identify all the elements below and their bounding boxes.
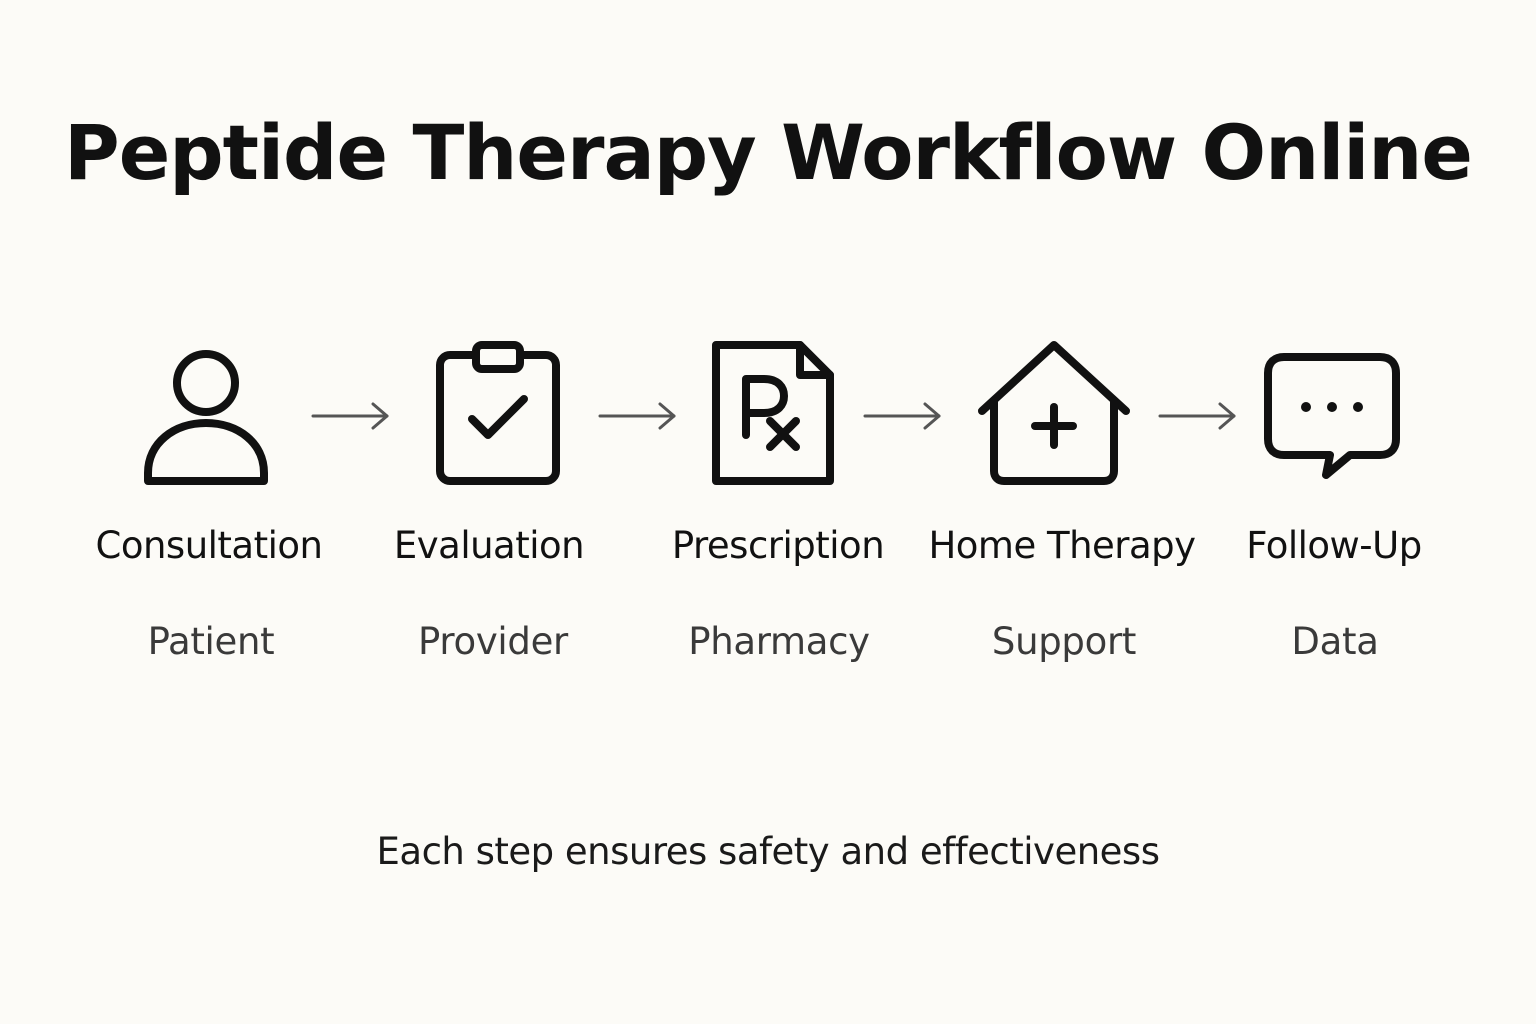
step-role-support: Support <box>991 620 1137 663</box>
home-plus-icon <box>974 335 1134 495</box>
prescription-icon <box>692 335 852 495</box>
step-label-evaluation: Evaluation <box>393 524 585 567</box>
arrow-right-icon <box>598 400 678 432</box>
step-label-consultation: Consultation <box>95 524 323 567</box>
step-role-provider: Provider <box>418 620 568 663</box>
arrow-right-icon <box>1158 400 1238 432</box>
step-role-pharmacy: Pharmacy <box>688 620 870 663</box>
clipboard-check-icon <box>418 335 578 495</box>
step-label-follow-up: Follow-Up <box>1246 524 1422 567</box>
step-label-prescription: Prescription <box>671 524 885 567</box>
step-label-home-therapy: Home Therapy <box>928 524 1196 567</box>
person-icon <box>126 335 286 495</box>
chat-bubble-icon <box>1252 335 1412 495</box>
arrow-right-icon <box>863 400 943 432</box>
page-title: Peptide Therapy Workflow Online <box>64 108 1473 197</box>
step-role-patient: Patient <box>147 620 275 663</box>
caption: Each step ensures safety and effectivene… <box>376 830 1160 873</box>
step-role-data: Data <box>1291 620 1379 663</box>
arrow-right-icon <box>311 400 391 432</box>
